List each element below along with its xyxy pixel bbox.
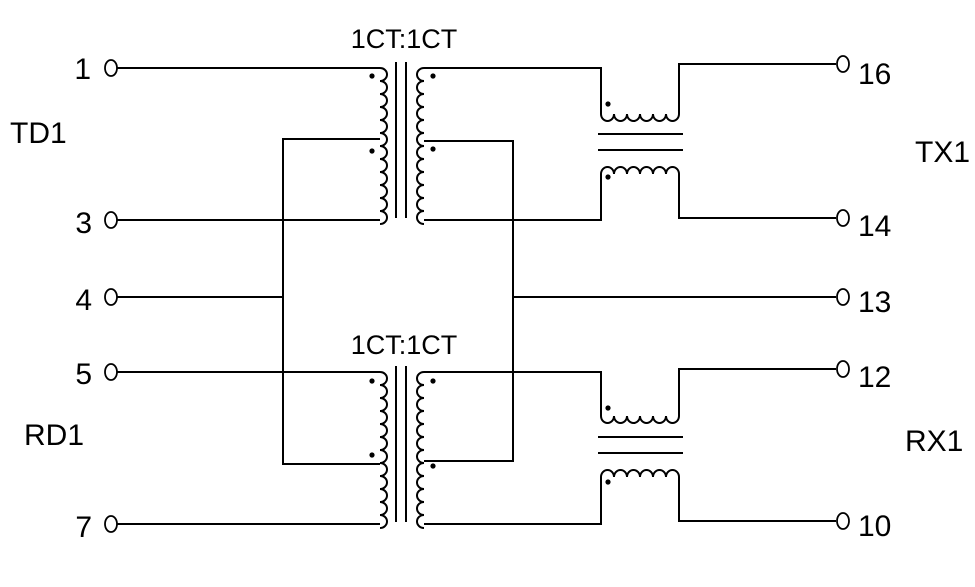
pin-1-terminal[interactable]: [104, 59, 118, 77]
top-isolation-transformer: 1CT:1CT: [351, 24, 458, 225]
bottom-choke-upper-dot: [605, 405, 611, 411]
top-choke-upper-dot: [605, 101, 611, 107]
pin-13-label: 13: [858, 286, 891, 319]
wire-top-sec-to-choke: [424, 67, 602, 114]
bottom-choke-upper-coil: [600, 415, 680, 424]
bottom-secondary-polarity-dot: [430, 378, 436, 384]
bottom-choke-lower-coil: [600, 469, 680, 478]
pin-7-label: 7: [75, 511, 92, 544]
top-choke-lower-dot: [605, 174, 611, 180]
pin-4-terminal[interactable]: [104, 288, 118, 306]
top-transformer-ratio-label: 1CT:1CT: [351, 24, 458, 54]
pin-16-label: 16: [858, 58, 891, 91]
bottom-transformer-ratio-label: 1CT:1CT: [351, 330, 458, 360]
wiring: [117, 63, 836, 525]
bottom-secondary-ct-dot: [430, 463, 436, 469]
wire-pin14: [678, 174, 836, 219]
wire-bottom-sec-to-choke: [424, 371, 602, 416]
pin-12-terminal[interactable]: [836, 360, 850, 378]
top-primary-ct-dot: [369, 148, 375, 154]
pin-4-label: 4: [75, 284, 92, 317]
top-primary-coil: [379, 67, 388, 225]
bottom-isolation-transformer: 1CT:1CT: [351, 330, 458, 529]
top-primary-polarity-dot: [369, 73, 375, 79]
tx1-label: TX1: [915, 136, 970, 169]
top-common-mode-choke: [598, 101, 683, 180]
top-secondary-ct-dot: [430, 146, 436, 152]
bottom-primary-coil: [379, 371, 388, 529]
wire-pin16: [678, 63, 836, 114]
bottom-secondary-coil: [416, 371, 425, 529]
pin-10-terminal[interactable]: [836, 512, 850, 530]
pin-3-label: 3: [75, 207, 92, 240]
pin-16-terminal[interactable]: [836, 55, 850, 73]
top-choke-lower-coil: [600, 166, 680, 175]
top-choke-upper-coil: [600, 113, 680, 122]
bottom-choke-lower-dot: [605, 479, 611, 485]
wire-top-sec-bottom-to-choke: [424, 174, 602, 221]
pin-3-terminal[interactable]: [104, 211, 118, 229]
pin-14-label: 14: [858, 210, 891, 243]
wire-pin10: [678, 477, 836, 522]
wire-bottom-sec-bottom-to-choke: [424, 477, 602, 525]
top-secondary-polarity-dot: [430, 73, 436, 79]
wire-secondary-ct-bus: [424, 140, 514, 462]
pin-terminals: [104, 55, 850, 533]
pin-5-terminal[interactable]: [104, 363, 118, 381]
pin-12-label: 12: [858, 361, 891, 394]
pin-14-terminal[interactable]: [836, 209, 850, 227]
pin-5-label: 5: [75, 358, 92, 391]
pin-13-terminal[interactable]: [836, 288, 850, 306]
pin-1-label: 1: [74, 53, 91, 86]
signal-group-labels: TD1 RD1 TX1 RX1: [10, 117, 970, 458]
pin-7-terminal[interactable]: [104, 515, 118, 533]
bottom-common-mode-choke: [598, 405, 683, 485]
bottom-primary-ct-dot: [369, 452, 375, 458]
pin-labels: 1 3 4 5 7 16 14 13 12 10: [74, 53, 891, 544]
wire-primary-ct-bus: [282, 138, 380, 465]
pin-10-label: 10: [858, 510, 891, 543]
bottom-primary-polarity-dot: [369, 378, 375, 384]
wire-pin12: [678, 368, 836, 416]
td1-label: TD1: [10, 117, 67, 150]
rx1-label: RX1: [905, 425, 963, 458]
top-secondary-coil: [416, 67, 425, 225]
rd1-label: RD1: [24, 419, 84, 452]
